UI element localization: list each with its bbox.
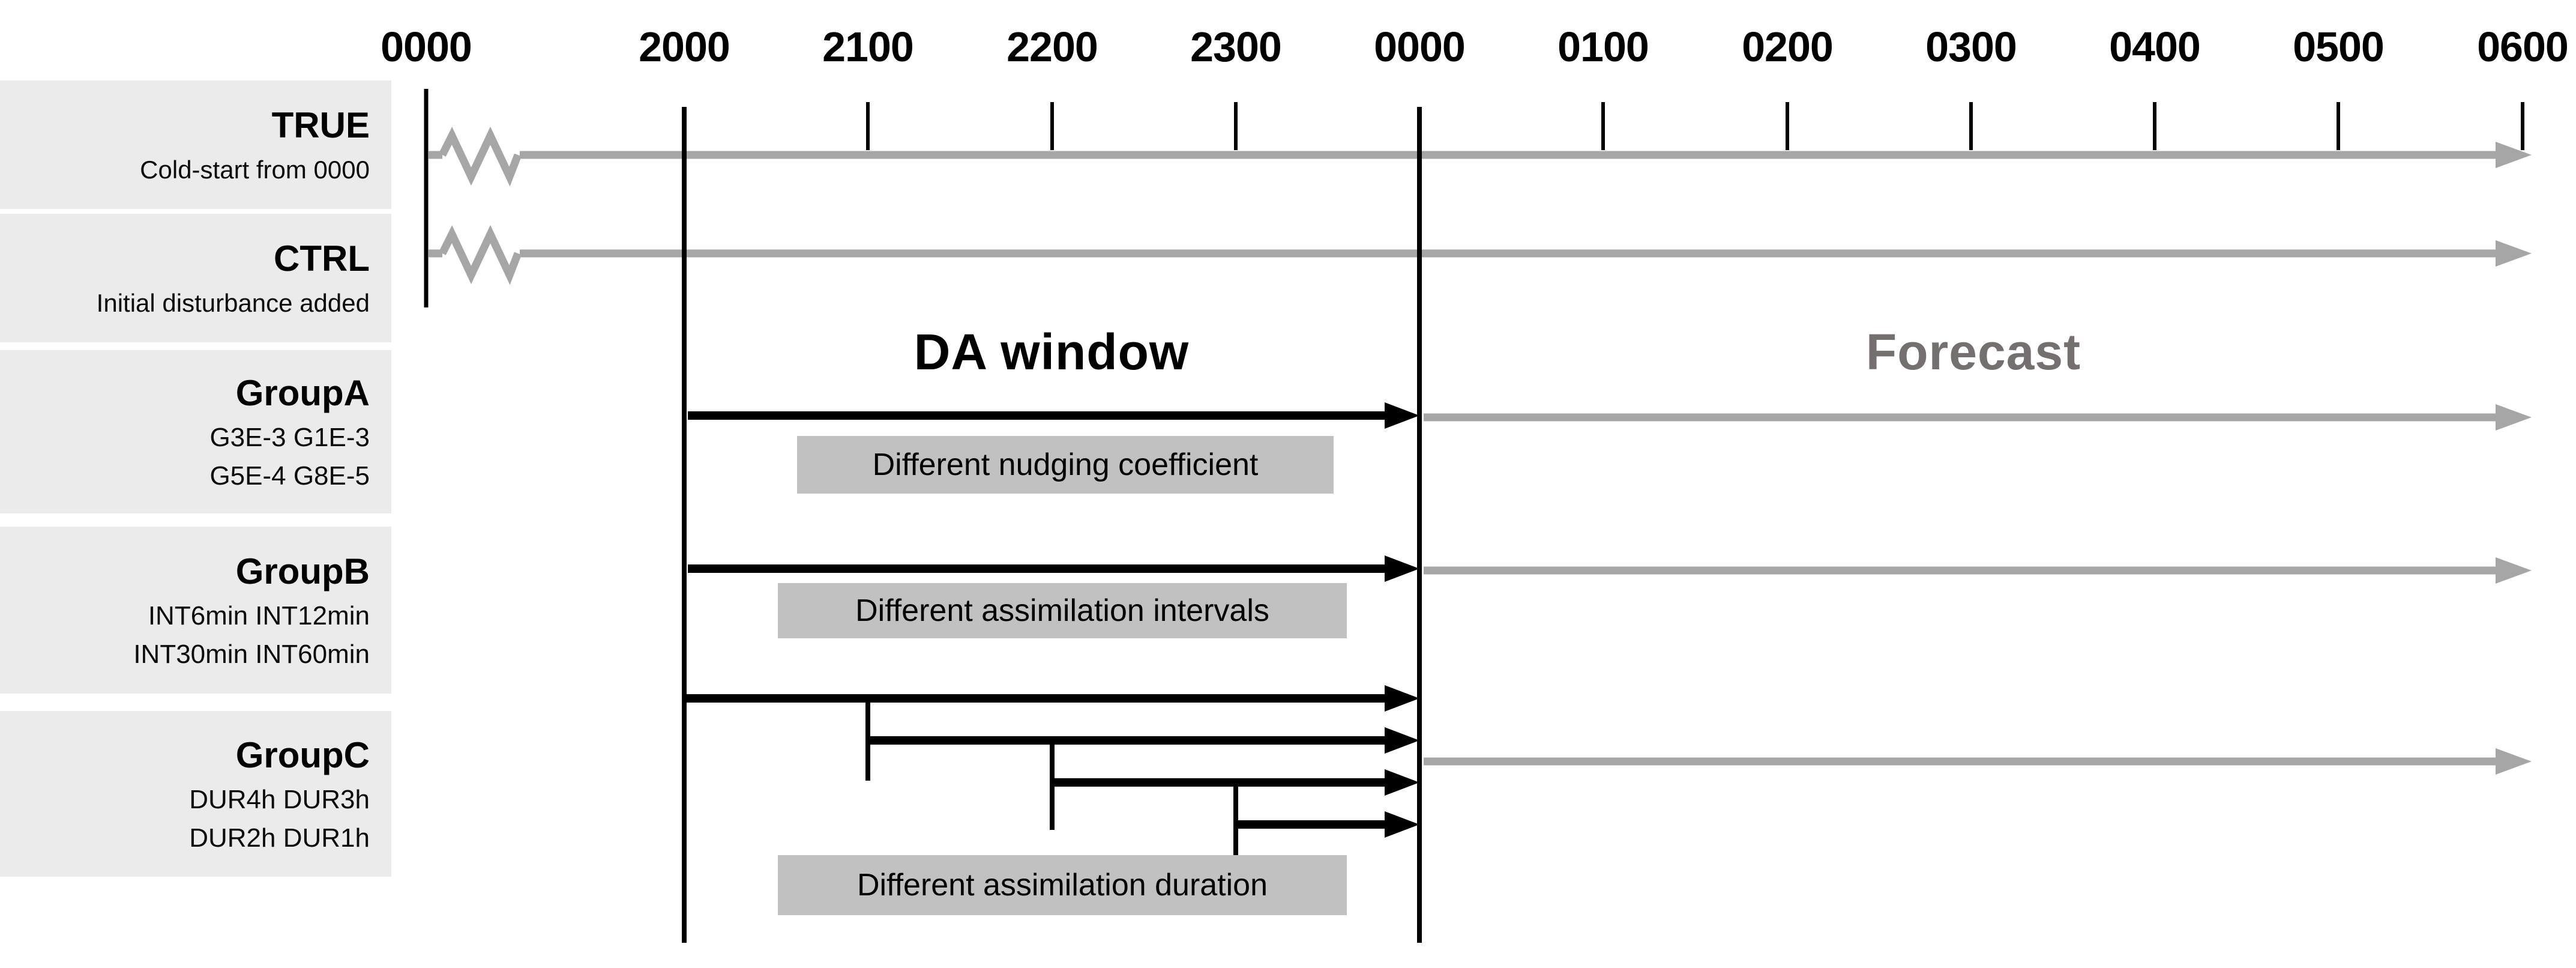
row-groupA-members-1: G3E-3 G1E-3 bbox=[209, 423, 370, 452]
row-ctrl: CTRL Initial disturbance added bbox=[0, 214, 391, 342]
annotation-assimilation-intervals: Different assimilation intervals bbox=[778, 583, 1347, 638]
axis-label-0600: 0600 bbox=[2477, 23, 2569, 70]
forecast-heading: Forecast bbox=[1865, 324, 2081, 380]
row-groupB-title: GroupB bbox=[235, 551, 370, 591]
axis-label-0000: 0000 bbox=[1374, 23, 1466, 70]
row-groupC-members-1: DUR4h DUR3h bbox=[189, 785, 370, 814]
axis-label-0200: 0200 bbox=[1742, 23, 1834, 70]
row-groupC-members-2: DUR2h DUR1h bbox=[189, 823, 370, 853]
row-groupC-title: GroupC bbox=[235, 735, 370, 775]
timeline-break-zigzag-icon bbox=[439, 225, 522, 285]
axis-label-0400: 0400 bbox=[2109, 23, 2201, 70]
axis-label-2000: 2000 bbox=[639, 23, 730, 70]
row-true-title: TRUE bbox=[271, 105, 370, 145]
axis-label-0300: 0300 bbox=[1925, 23, 2017, 70]
row-groupC: GroupC DUR4h DUR3h DUR2h DUR1h bbox=[0, 711, 391, 877]
row-ctrl-title: CTRL bbox=[274, 238, 370, 279]
axis-label-0100: 0100 bbox=[1557, 23, 1649, 70]
row-groupB: GroupB INT6min INT12min INT30min INT60mi… bbox=[0, 527, 391, 694]
row-groupA: GroupA G3E-3 G1E-3 G5E-4 G8E-5 bbox=[0, 350, 391, 513]
timeline-break-zigzag-icon bbox=[439, 126, 522, 187]
axis-label-2100: 2100 bbox=[822, 23, 914, 70]
row-groupA-title: GroupA bbox=[235, 373, 370, 413]
row-groupB-members-1: INT6min INT12min bbox=[148, 601, 370, 631]
row-groupB-members-2: INT30min INT60min bbox=[133, 640, 370, 669]
row-groupA-members-2: G5E-4 G8E-5 bbox=[209, 461, 370, 491]
annotation-nudging-coefficient: Different nudging coefficient bbox=[797, 436, 1334, 494]
row-true: TRUE Cold-start from 0000 bbox=[0, 80, 391, 209]
axis-label-2300: 2300 bbox=[1190, 23, 1282, 70]
axis-label-0000-init: 0000 bbox=[381, 23, 472, 70]
row-true-subtitle: Cold-start from 0000 bbox=[140, 156, 370, 184]
annotation-assimilation-duration: Different assimilation duration bbox=[778, 855, 1347, 915]
da-window-heading: DA window bbox=[913, 324, 1190, 380]
axis-label-2200: 2200 bbox=[1007, 23, 1098, 70]
row-ctrl-subtitle: Initial disturbance added bbox=[96, 289, 370, 317]
axis-label-0500: 0500 bbox=[2293, 23, 2385, 70]
